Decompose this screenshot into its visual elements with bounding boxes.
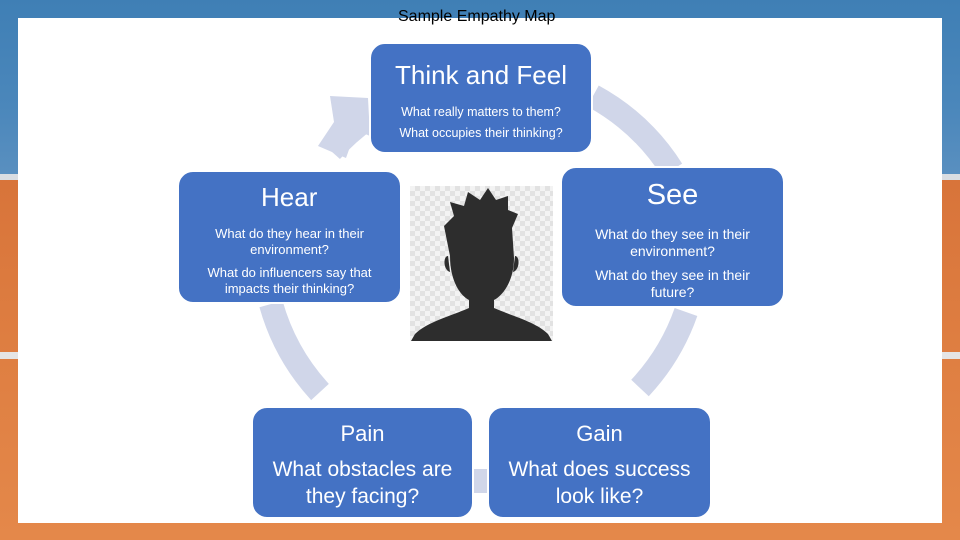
cycle-arc-segment xyxy=(259,300,329,401)
think-and-feel-heading: Think and Feel xyxy=(395,60,567,90)
think-and-feel-question: What occupies their thinking? xyxy=(399,126,563,140)
see-question: What do they see in their environment? xyxy=(595,226,750,259)
hear-box: Hear What do they hear in their environm… xyxy=(177,170,402,304)
cycle-arc-segment xyxy=(587,85,683,177)
see-question: What do they see in their future? xyxy=(595,267,750,300)
cycle-arc-segment xyxy=(631,307,698,397)
gain-question: What does success look like? xyxy=(508,458,691,508)
see-heading: See xyxy=(646,179,699,211)
pain-heading: Pain xyxy=(340,421,385,446)
person-silhouette-icon xyxy=(411,188,552,341)
gain-heading: Gain xyxy=(576,421,623,446)
see-box: See What do they see in their environmen… xyxy=(560,166,785,308)
diagram-title: Sample Empathy Map xyxy=(398,8,556,25)
cycle-arrowhead xyxy=(318,96,370,158)
think-and-feel-box: Think and Feel What really matters to th… xyxy=(369,42,593,154)
pain-box: Pain What obstacles are they facing? xyxy=(251,406,474,519)
think-and-feel-question: What really matters to them? xyxy=(401,105,561,119)
hear-heading: Hear xyxy=(261,182,318,212)
portrait-image xyxy=(410,186,553,341)
hear-question: What do they hear in their environment? xyxy=(215,226,364,257)
gain-box: Gain What does success look like? xyxy=(487,406,712,519)
pain-question: What obstacles are they facing? xyxy=(272,458,453,508)
hear-question: What do influencers say that impacts the… xyxy=(207,265,372,296)
